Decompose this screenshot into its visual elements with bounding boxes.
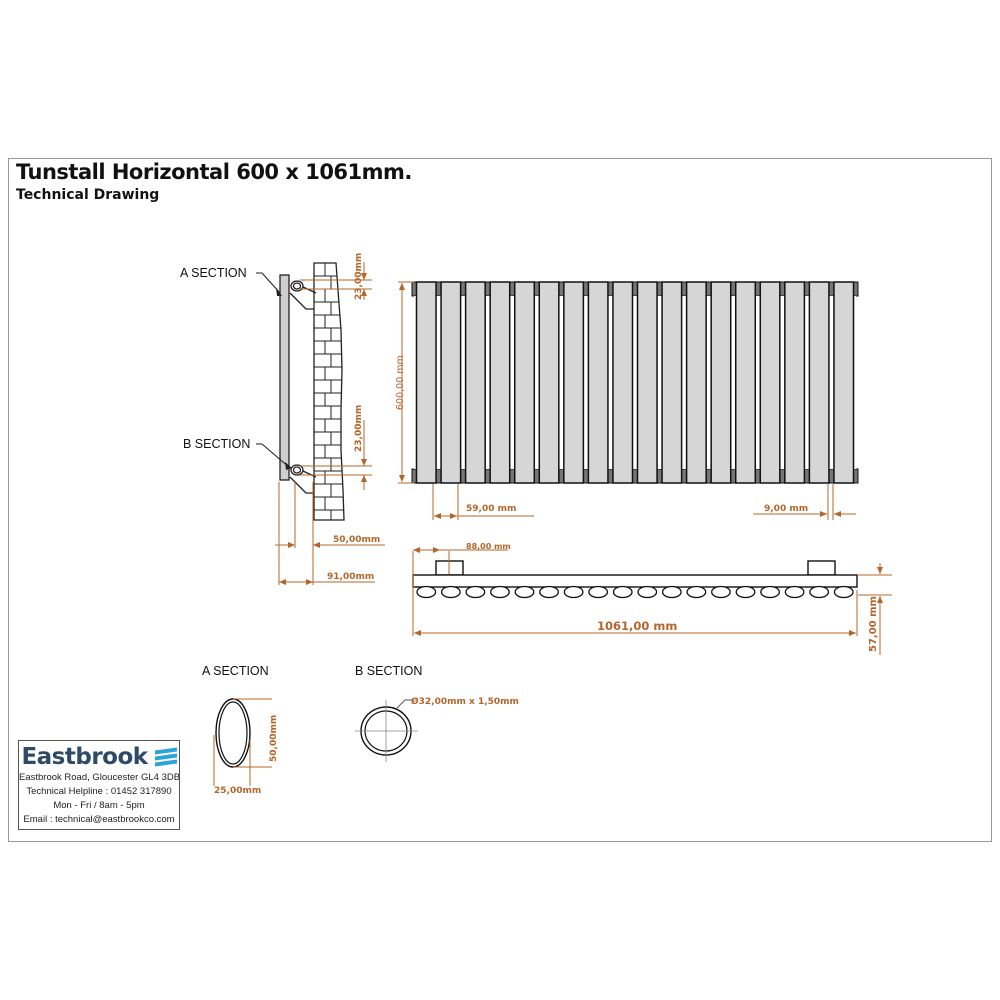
page-subtitle: Technical Drawing xyxy=(16,187,160,203)
radiator-column xyxy=(563,281,585,484)
depth-dimension-lines xyxy=(275,482,385,585)
overall-depth-dimension: 57,00 mm xyxy=(868,596,879,652)
radiator-column xyxy=(685,281,707,484)
tube-profile xyxy=(661,585,682,599)
tube-profile xyxy=(637,585,658,599)
total-depth-dimension: 91,00mm xyxy=(327,572,374,582)
radiator-column xyxy=(538,281,560,484)
radiator-column xyxy=(464,281,486,484)
tube-profile xyxy=(686,585,707,599)
a-section-height-dimension: 50,00mm xyxy=(269,715,279,762)
eastbrook-waves-icon xyxy=(154,747,177,767)
tube-profile xyxy=(514,585,535,599)
company-address: Eastbrook Road, Gloucester GL4 3DB xyxy=(19,772,181,783)
front-view: 600,00 mm 59,00 mm 9,00 mm xyxy=(395,281,859,520)
right-wall-bracket xyxy=(807,560,836,576)
bottom-bracket-dimension: 23,00mm xyxy=(354,405,364,452)
tube-profile xyxy=(588,585,609,599)
top-dimension-lines xyxy=(412,547,892,655)
wall-gap-dimension: 50,00mm xyxy=(333,535,380,545)
tube-profile xyxy=(760,585,780,599)
radiator-column xyxy=(661,281,683,484)
top-header-bar xyxy=(412,574,858,588)
pitch-dimension-lines xyxy=(432,484,856,520)
b-section-diameter-dimension: Ø32,00mm x 1,50mm xyxy=(411,696,519,707)
radiator-column xyxy=(513,281,536,484)
radiator-column xyxy=(784,281,806,484)
radiator-side-profile xyxy=(279,274,290,481)
tube-profile xyxy=(416,585,437,599)
radiator-column xyxy=(734,281,757,484)
section-leaders xyxy=(256,272,291,469)
tube-profile xyxy=(563,585,584,599)
tube-profile xyxy=(784,585,805,599)
company-name: Eastbrook xyxy=(21,744,148,770)
radiator-column xyxy=(440,281,462,484)
height-dimension: 600,00 mm xyxy=(395,355,406,410)
tube-profile xyxy=(539,585,559,599)
tube-profile xyxy=(465,585,486,599)
radiator-column xyxy=(415,281,437,484)
tube-profile xyxy=(440,585,461,599)
column-pitch-dimension: 59,00 mm xyxy=(466,504,516,514)
bracket-dimension-lines xyxy=(300,262,372,490)
radiator-column xyxy=(808,281,830,484)
tube-profile xyxy=(711,585,731,599)
tube-profile xyxy=(735,585,756,599)
a-section-callout: A SECTION xyxy=(180,266,247,280)
company-logo: Eastbrook xyxy=(19,743,179,771)
brick-wall xyxy=(313,262,345,521)
b-section-detail: B SECTION Ø32,00mm x 1,50mm xyxy=(355,664,519,762)
radiator-column xyxy=(636,281,658,484)
top-view: 88,00 mm 1061,00 mm 57,00 mm xyxy=(412,542,892,655)
company-info-box: Eastbrook Eastbrook Road, Gloucester GL4… xyxy=(18,740,180,830)
radiator-column xyxy=(587,281,609,484)
wall-brackets xyxy=(289,280,317,494)
radiator-columns xyxy=(411,281,859,484)
a-section-detail: A SECTION 50,00mm 25,00mm xyxy=(202,664,279,796)
a-section-title: A SECTION xyxy=(202,664,269,678)
tube-profile xyxy=(833,585,854,599)
column-tube-profiles xyxy=(416,585,854,599)
contact-email[interactable]: Email : technical@eastbrookco.com xyxy=(23,814,175,825)
opening-hours: Mon - Fri / 8am - 5pm xyxy=(53,800,145,811)
radiator-column xyxy=(759,281,781,484)
b-section-callout: B SECTION xyxy=(183,437,250,451)
tube-profile xyxy=(809,585,830,599)
tube-profile xyxy=(612,585,633,599)
bracket-offset-dimension: 88,00 mm xyxy=(466,542,511,551)
radiator-column xyxy=(710,281,732,484)
a-section-width-dimension: 25,00mm xyxy=(214,786,261,796)
drawing-frame xyxy=(8,158,992,842)
height-dimension-lines xyxy=(398,281,414,484)
page-title: Tunstall Horizontal 600 x 1061mm. xyxy=(16,160,412,184)
radiator-column xyxy=(833,281,855,484)
b-section-title: B SECTION xyxy=(355,664,422,678)
radiator-column xyxy=(612,281,634,484)
side-view: A SECTION B SECTION 23,00mm 23,00mm xyxy=(180,253,385,585)
tube-profile xyxy=(490,585,510,599)
gap-dimension: 9,00 mm xyxy=(764,504,808,514)
top-bracket-dimension: 23,00mm xyxy=(354,253,364,300)
radiator-column xyxy=(489,281,511,484)
technical-helpline: Technical Helpline : 01452 317890 xyxy=(26,786,172,797)
overall-width-dimension: 1061,00 mm xyxy=(597,619,677,633)
